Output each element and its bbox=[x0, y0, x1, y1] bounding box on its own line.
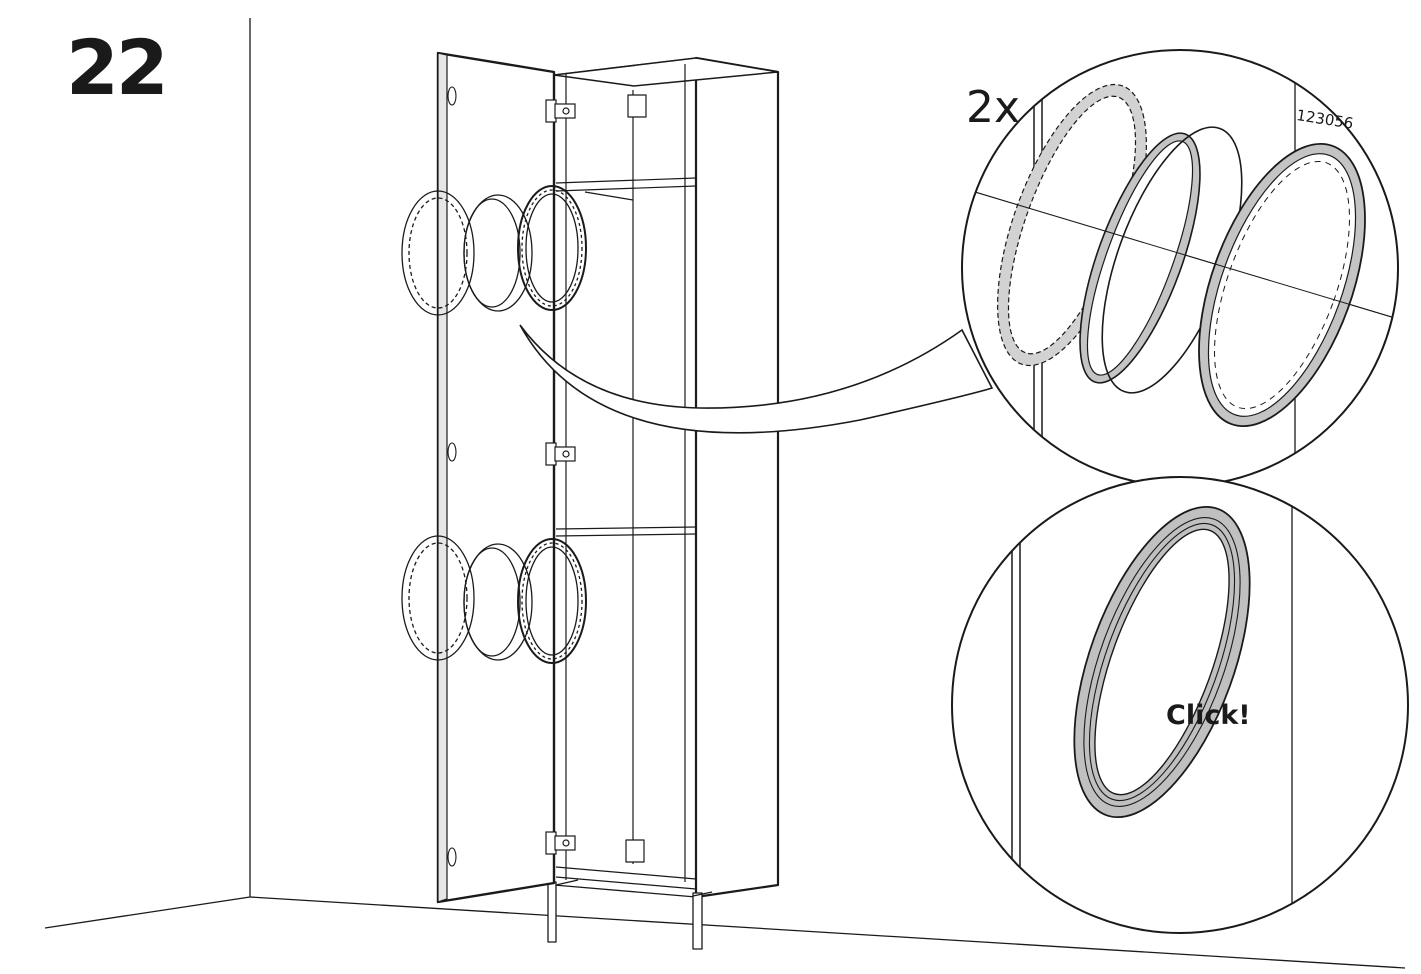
ring-set-upper bbox=[401, 185, 587, 316]
callout-connector bbox=[519, 324, 994, 434]
room-wall bbox=[44, 18, 1406, 969]
click-label: Click! bbox=[1166, 700, 1251, 731]
cabinet-door bbox=[436, 51, 556, 904]
detail-circle-installed bbox=[951, 476, 1409, 934]
ring-set-lower bbox=[401, 535, 587, 664]
step-number: 22 bbox=[66, 23, 169, 112]
cabinet bbox=[547, 56, 780, 950]
quantity-label: 2x bbox=[966, 82, 1021, 133]
detail-circle-exploded bbox=[961, 49, 1399, 487]
hinge-icon bbox=[545, 99, 576, 855]
